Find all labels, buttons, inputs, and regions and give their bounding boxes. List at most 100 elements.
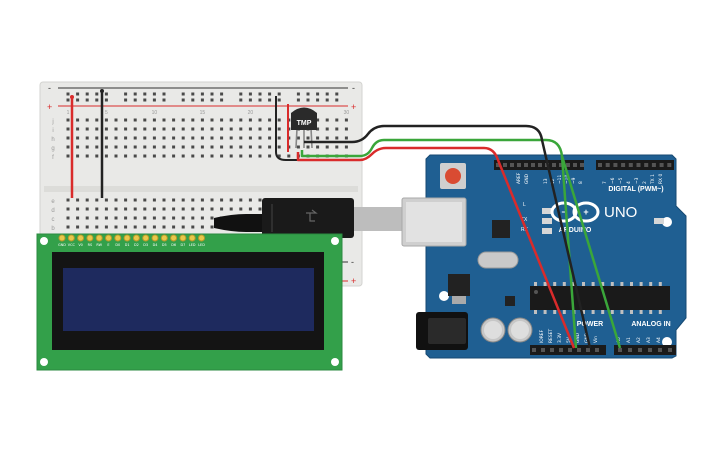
breadboard-hole[interactable] [268,154,272,158]
rail-hole[interactable] [152,98,156,102]
header-pin[interactable] [636,163,641,167]
breadboard-hole[interactable] [277,145,281,149]
lcd-pin[interactable] [142,234,150,242]
breadboard-hole[interactable] [124,198,128,202]
breadboard-hole[interactable] [152,145,156,149]
breadboard-hole[interactable] [344,118,348,122]
breadboard-hole[interactable] [268,127,272,131]
breadboard-hole[interactable] [76,198,80,202]
header-pin[interactable] [559,348,563,352]
header-pin[interactable] [573,163,577,167]
breadboard-hole[interactable] [248,127,252,131]
breadboard-hole[interactable] [104,225,108,229]
lcd-pin[interactable] [198,234,205,242]
breadboard-hole[interactable] [316,145,320,149]
breadboard-hole[interactable] [85,216,89,220]
rail-hole[interactable] [162,92,166,96]
header-pin[interactable] [668,348,672,352]
breadboard-hole[interactable] [172,127,176,131]
breadboard-hole[interactable] [239,145,243,149]
breadboard-hole[interactable] [143,154,147,158]
breadboard-hole[interactable] [181,225,185,229]
breadboard-hole[interactable] [191,145,195,149]
breadboard-hole[interactable] [277,136,281,140]
breadboard-hole[interactable] [85,145,89,149]
breadboard-hole[interactable] [181,154,185,158]
header-pin[interactable] [628,163,633,167]
header-pin[interactable] [651,163,656,167]
breadboard-hole[interactable] [268,118,272,122]
header-pin[interactable] [550,348,554,352]
rail-hole[interactable] [220,98,224,102]
breadboard-hole[interactable] [85,198,89,202]
breadboard-hole[interactable] [191,198,195,202]
rail-hole[interactable] [104,98,108,102]
rail-hole[interactable] [306,92,310,96]
rail-hole[interactable] [268,98,272,102]
breadboard-hole[interactable] [200,225,204,229]
rail-hole[interactable] [66,92,70,96]
header-pin[interactable] [541,348,545,352]
header-pin[interactable] [531,163,535,167]
breadboard-hole[interactable] [200,145,204,149]
header-pin[interactable] [598,163,602,167]
breadboard-hole[interactable] [133,216,137,220]
breadboard-hole[interactable] [162,216,166,220]
rail-hole[interactable] [181,92,185,96]
breadboard-hole[interactable] [229,154,233,158]
rail-hole[interactable] [239,92,243,96]
breadboard-hole[interactable] [124,154,128,158]
breadboard-hole[interactable] [66,225,70,229]
breadboard-hole[interactable] [239,198,243,202]
lcd-pin[interactable] [77,234,85,242]
breadboard-hole[interactable] [76,154,80,158]
breadboard-hole[interactable] [124,216,128,220]
breadboard-hole[interactable] [114,127,118,131]
breadboard-hole[interactable] [210,127,214,131]
breadboard-hole[interactable] [124,118,128,122]
lcd-pin[interactable] [170,234,178,242]
breadboard-hole[interactable] [162,154,166,158]
rail-hole[interactable] [191,92,195,96]
breadboard-hole[interactable] [220,127,224,131]
rail-hole[interactable] [143,92,147,96]
breadboard-hole[interactable] [85,118,89,122]
breadboard-hole[interactable] [229,118,233,122]
wire-green-a0-end[interactable] [560,155,622,349]
header-pin[interactable] [559,163,563,167]
breadboard-hole[interactable] [172,207,176,211]
rail-hole[interactable] [181,98,185,102]
rail-hole[interactable] [296,98,300,102]
header-pin[interactable] [524,163,528,167]
breadboard-hole[interactable] [172,216,176,220]
rail-hole[interactable] [133,92,137,96]
breadboard-hole[interactable] [316,118,320,122]
breadboard-hole[interactable] [152,225,156,229]
breadboard-hole[interactable] [181,207,185,211]
breadboard-hole[interactable] [114,198,118,202]
breadboard-hole[interactable] [344,127,348,131]
rail-hole[interactable] [296,92,300,96]
rail-hole[interactable] [325,98,329,102]
breadboard-hole[interactable] [85,207,89,211]
rail-hole[interactable] [210,92,214,96]
header-pin[interactable] [538,163,542,167]
breadboard-hole[interactable] [162,207,166,211]
breadboard-hole[interactable] [191,127,195,131]
breadboard-hole[interactable] [143,198,147,202]
breadboard-hole[interactable] [277,127,281,131]
lcd-pin[interactable] [132,234,140,242]
breadboard-hole[interactable] [200,118,204,122]
breadboard-hole[interactable] [104,145,108,149]
breadboard-hole[interactable] [95,136,99,140]
breadboard-hole[interactable] [162,136,166,140]
rail-hole[interactable] [306,98,310,102]
header-pin[interactable] [667,163,672,167]
breadboard-hole[interactable] [210,198,214,202]
lcd-pin[interactable] [67,234,75,242]
breadboard-hole[interactable] [162,225,166,229]
breadboard-hole[interactable] [114,145,118,149]
lcd-pin[interactable] [58,234,66,242]
breadboard-hole[interactable] [191,207,195,211]
